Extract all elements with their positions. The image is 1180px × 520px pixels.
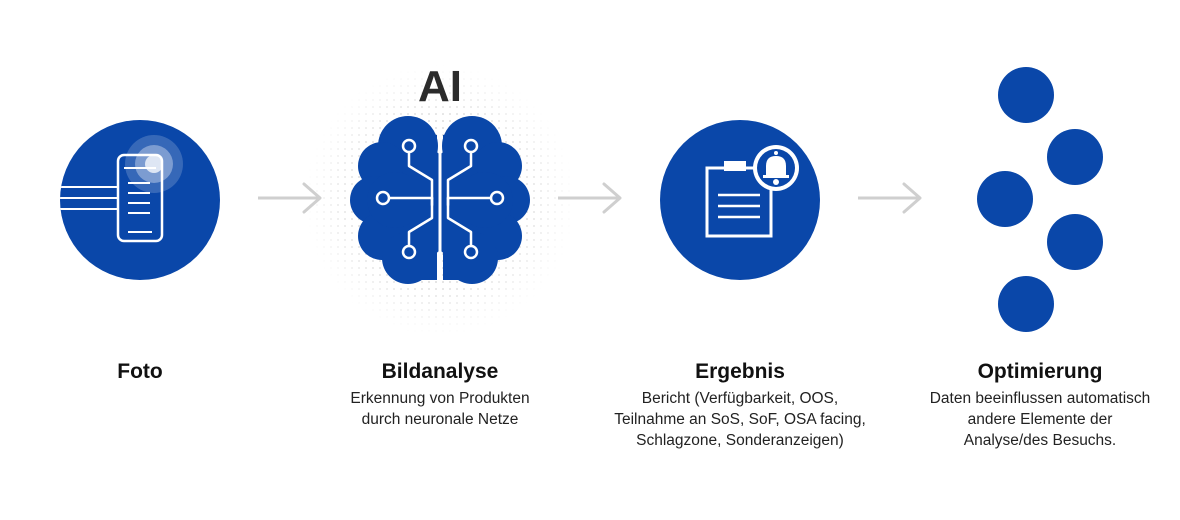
step-description: Erkennung von Produkten durch neuronale … (350, 390, 530, 428)
step-title: Bildanalyse (381, 360, 499, 383)
brain-circuit-icon (300, 60, 580, 340)
smartphone-photo-icon (60, 120, 220, 280)
arrow-right-icon (858, 182, 922, 214)
step-title: Ergebnis (695, 360, 785, 383)
step-title: Optimierung (977, 360, 1103, 383)
step-title: Foto (117, 360, 163, 383)
optimization-dots-icon (977, 67, 1103, 332)
arrow-right-icon (558, 182, 622, 214)
step-description: Bericht (Verfügbarkeit, OOS, Teilnahme a… (614, 390, 866, 449)
step-optimierung: Optimierung Daten beeinflussen automatis… (890, 360, 1180, 451)
clipboard-bell-icon (660, 120, 820, 280)
ai-label: AI (418, 62, 462, 111)
step-foto: Foto (0, 360, 290, 388)
step-description: Daten beeinflussen automatisch andere El… (929, 390, 1151, 449)
step-ergebnis: Ergebnis Bericht (Verfügbarkeit, OOS, Te… (590, 360, 890, 451)
step-bildanalyse: Bildanalyse Erkennung von Produkten durc… (290, 360, 590, 430)
